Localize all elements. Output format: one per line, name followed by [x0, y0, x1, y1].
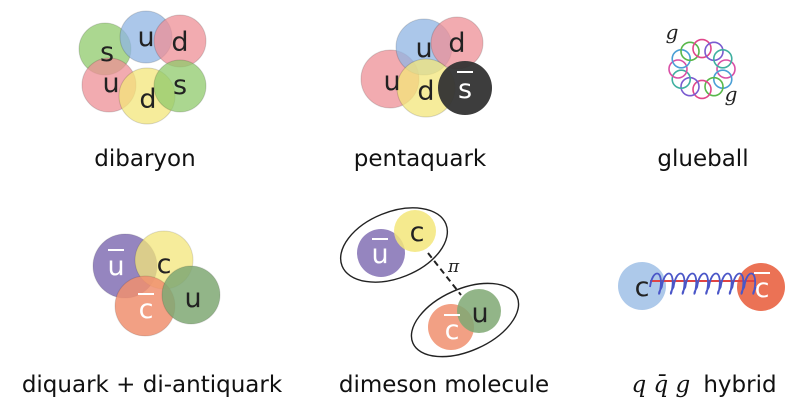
caption-pentaquark: pentaquark	[354, 146, 487, 172]
quark-label: d	[139, 84, 156, 115]
pion-label: π	[447, 257, 460, 277]
caption-glueball: glueball	[657, 146, 748, 172]
quark-label: c	[139, 294, 154, 325]
quark-label: u	[471, 298, 488, 329]
quark-label: s	[173, 70, 187, 101]
quark-label: u	[184, 283, 201, 314]
caption-dibaryon: dibaryon	[94, 146, 195, 172]
quark-label: c	[445, 315, 460, 346]
gluon-label: g	[725, 82, 738, 106]
pentaquark-figure: u d u d s	[361, 17, 492, 117]
gluon-loop	[669, 60, 687, 78]
quark-label: u	[371, 239, 388, 270]
quark-label: u	[383, 66, 400, 97]
quark-label: d	[417, 76, 434, 107]
quark-label: u	[415, 33, 432, 64]
caption-tetraquark: diquark + di-antiquark	[22, 372, 283, 398]
gluon-label: g	[666, 20, 679, 44]
quark-label: d	[448, 28, 465, 59]
quark-label: s	[458, 74, 472, 105]
gluon-loop	[693, 80, 711, 98]
caption-molecule: dimeson molecule	[339, 372, 549, 398]
quark-label: c	[755, 273, 770, 304]
caption-hybrid: q q̄ g hybrid	[631, 372, 776, 398]
tetraquark-figure: u c c u	[93, 231, 220, 336]
quark-label: u	[102, 68, 119, 99]
gluon-loop	[717, 60, 735, 78]
caption-hybrid-word: hybrid	[703, 372, 776, 398]
gluon-loop	[693, 40, 711, 58]
molecule-figure: u c c u π	[330, 193, 530, 371]
quark-label: s	[100, 37, 114, 68]
quark-label: c	[157, 249, 172, 280]
quark-label: c	[635, 272, 650, 303]
hybrid-figure: c c	[618, 262, 785, 311]
quark-label: c	[410, 217, 425, 248]
quark-label: u	[137, 22, 154, 53]
quark-label: d	[171, 27, 188, 58]
glueball-figure: g g	[666, 20, 738, 106]
quark-label: u	[107, 251, 124, 282]
caption-hybrid-math: q q̄ g	[631, 372, 690, 398]
dibaryon-figure: s u d u s d	[79, 11, 206, 124]
